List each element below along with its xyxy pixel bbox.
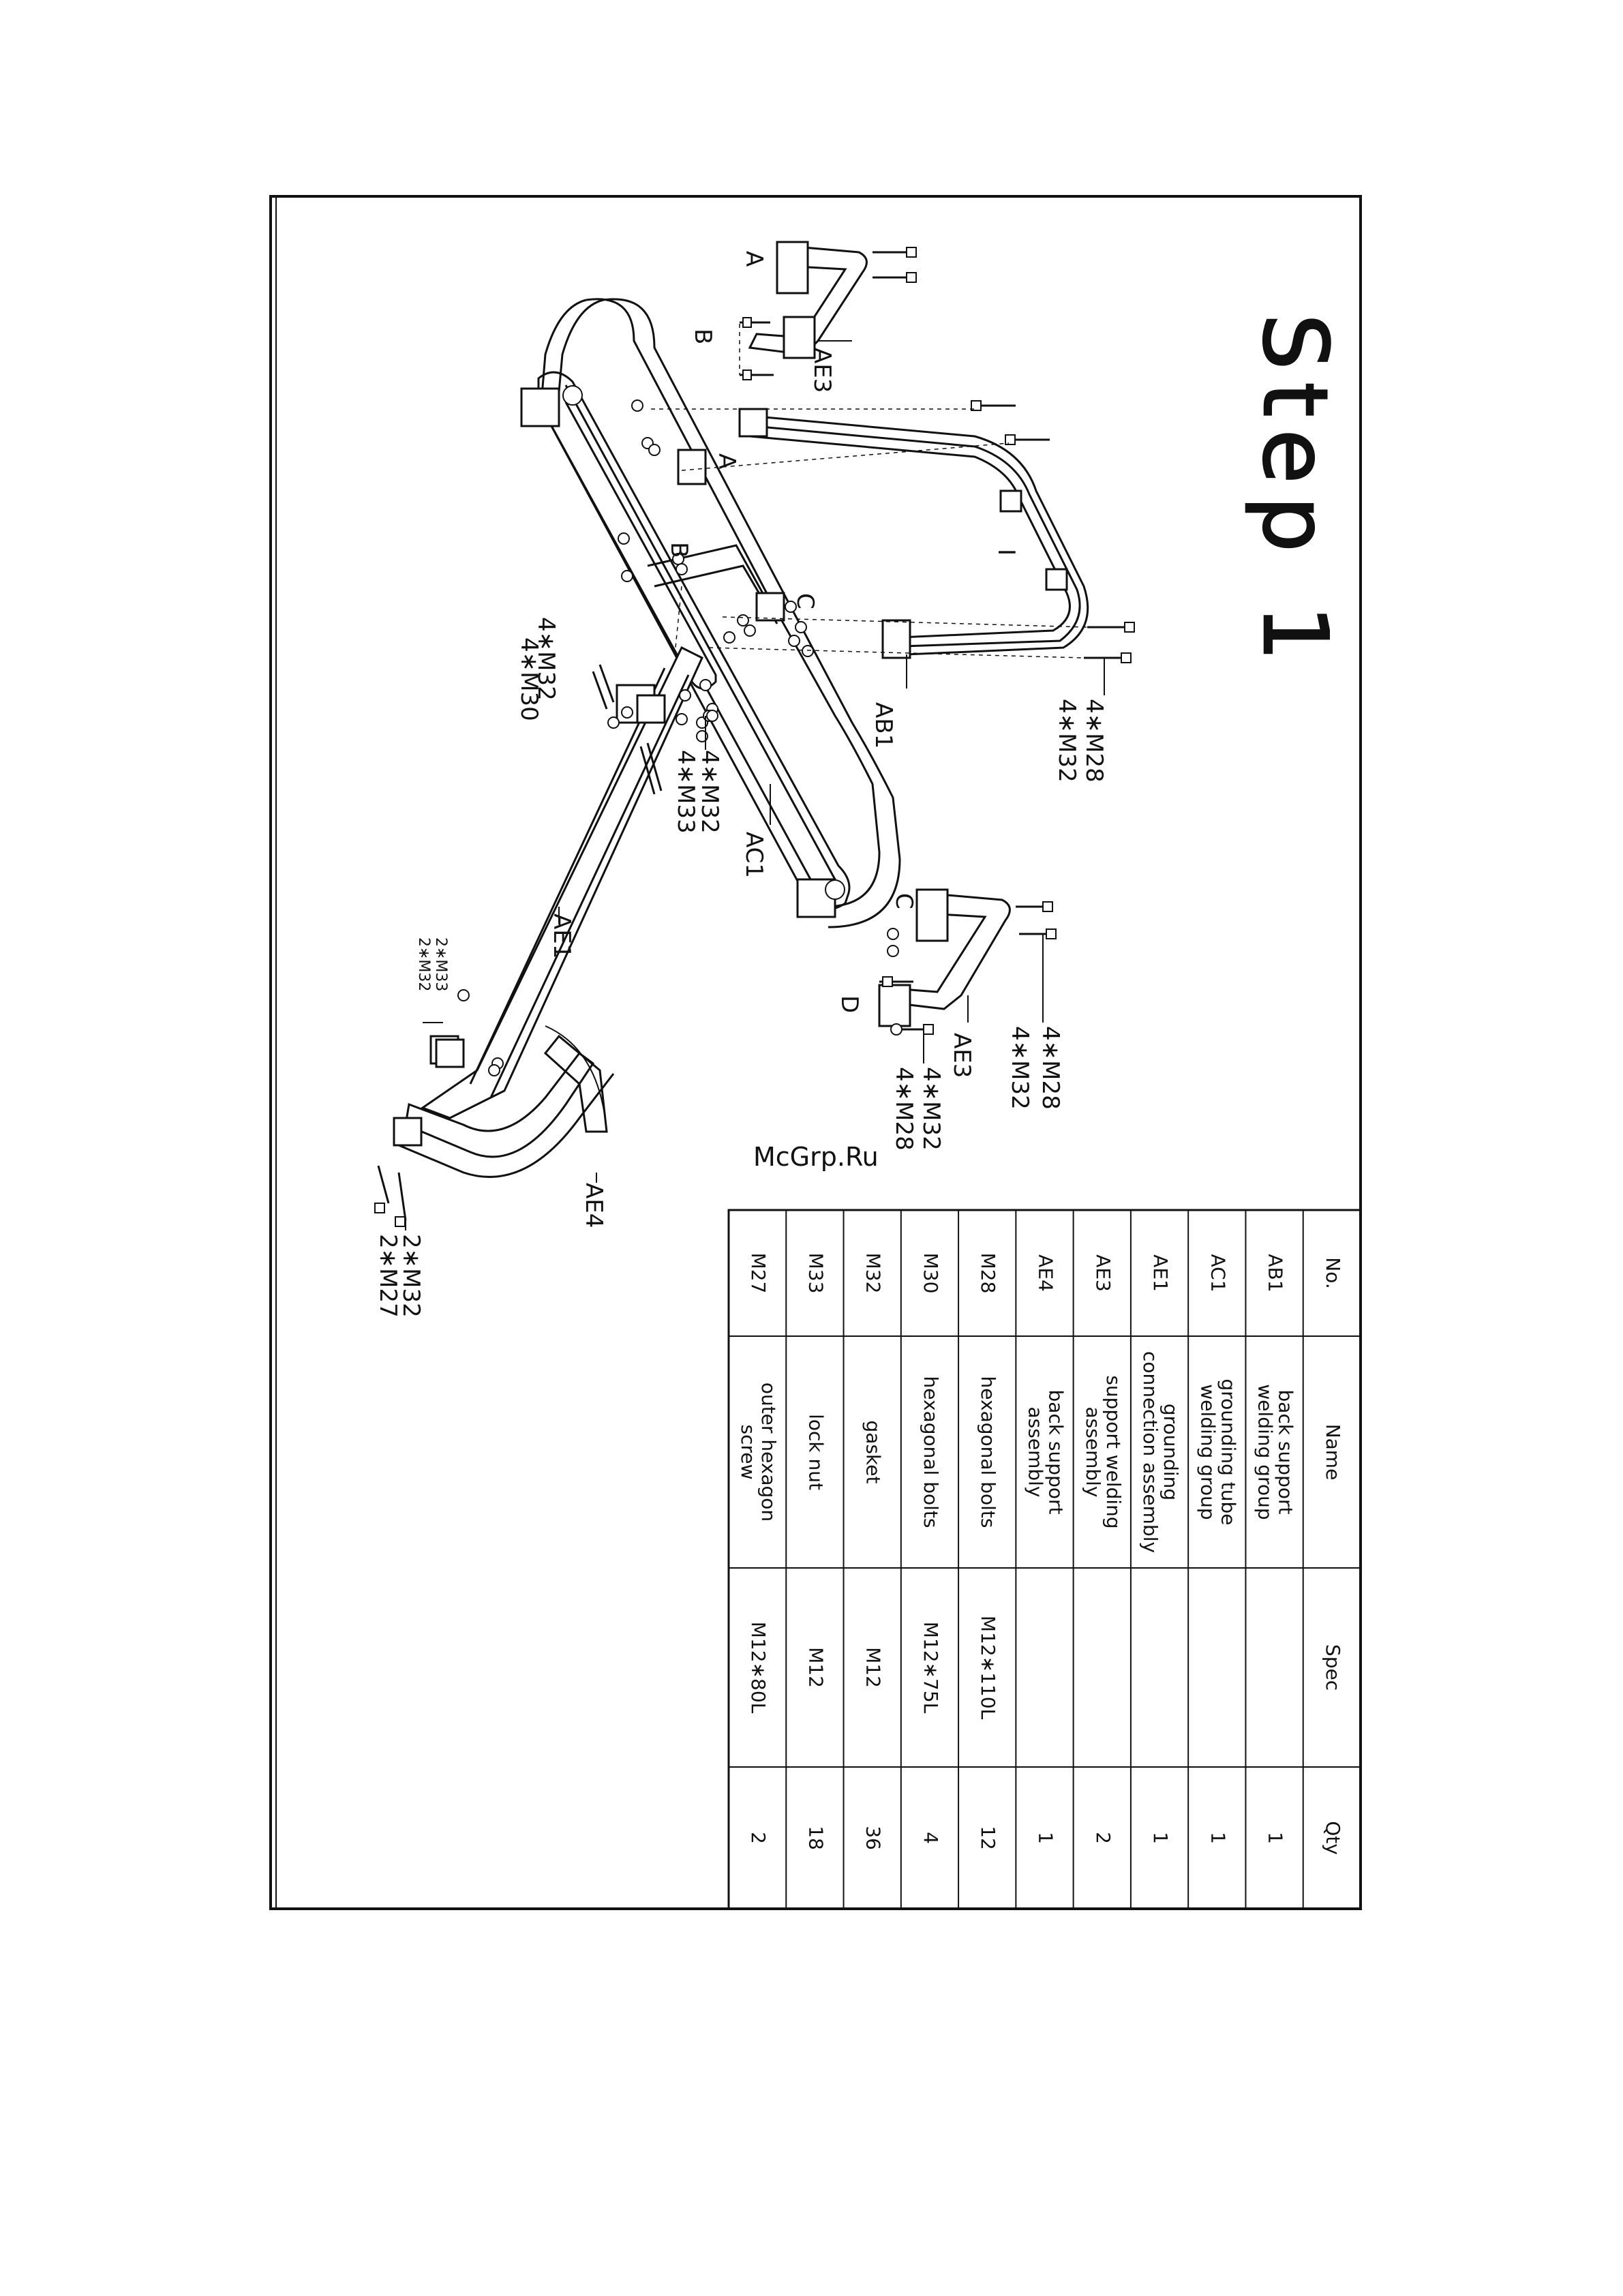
label-c-mark: C	[791, 593, 819, 609]
callout-m30-left: 4∗M30	[515, 637, 543, 721]
table-header-spec: Spec	[1322, 1644, 1344, 1691]
callout-m33-mid: 4∗M33	[672, 750, 699, 834]
label-a-mark: A	[713, 453, 740, 469]
table-cell-name: back support	[1045, 1390, 1067, 1515]
callout-m32-r2: 4∗M32	[917, 1067, 945, 1151]
table-cell-spec: M12	[804, 1647, 827, 1688]
table-cell-name: assembly	[1082, 1407, 1104, 1498]
table-cell-qty: 1	[1035, 1832, 1057, 1844]
table-cell-qty: 12	[977, 1826, 999, 1850]
callout-m33-small: 2∗M33	[432, 937, 449, 991]
table-cell-qty: 36	[862, 1826, 885, 1850]
table-cell-name: connection assembly	[1139, 1351, 1162, 1553]
label-ab1: AB1	[870, 702, 897, 749]
table-cell-no: M27	[747, 1253, 770, 1294]
table-cell-no: M33	[804, 1253, 827, 1294]
bolts	[374, 247, 1135, 1227]
table-cell-qty: 1	[1264, 1832, 1287, 1844]
table-cell-qty: 4	[920, 1832, 942, 1844]
leader-lines	[405, 340, 1105, 1230]
table-cell-name: support welding	[1102, 1375, 1125, 1528]
callout-m28-r2: 4∗M28	[890, 1067, 917, 1151]
label-d: D	[836, 995, 863, 1013]
callout-m28-top: 4∗M28	[1080, 699, 1108, 783]
label-ae1: AE1	[548, 913, 575, 958]
table-cell-name: welding group	[1196, 1384, 1219, 1520]
table-cell-qty: 1	[1207, 1832, 1229, 1844]
table-cell-no: AE4	[1035, 1254, 1057, 1292]
callout-m32-bot: 2∗M32	[397, 1234, 425, 1318]
table-cell-name: hexagonal bolts	[977, 1376, 999, 1528]
table-cell-no: AC1	[1207, 1254, 1229, 1292]
table-cell-spec: M12∗75L	[920, 1622, 942, 1714]
label-b: B	[689, 329, 716, 344]
label-ae4: AE4	[580, 1183, 607, 1228]
callout-m32-left: 4∗M32	[532, 617, 560, 701]
ab1-tube	[748, 414, 1089, 656]
label-a: A	[740, 251, 768, 267]
table-header-qty: Qty	[1322, 1821, 1344, 1855]
table-cell-name: welding group	[1254, 1384, 1277, 1520]
table-cell-no: M32	[862, 1253, 885, 1294]
table-cell-spec: M12∗80L	[747, 1622, 770, 1714]
table-cell-name: gasket	[862, 1421, 885, 1484]
callout-m28-r1: 4∗M28	[1037, 1026, 1064, 1110]
watermark: McGrp.Ru	[753, 1142, 879, 1172]
callout-m32-r1: 4∗M32	[1006, 1026, 1033, 1110]
callout-m32-small: 2∗M32	[415, 937, 432, 991]
table-cell-no: AB1	[1264, 1254, 1287, 1292]
label-c: C	[890, 893, 917, 909]
table-border	[727, 1209, 1362, 1910]
table-cell-qty: 18	[804, 1826, 827, 1850]
label-ae3-right: AE3	[948, 1033, 975, 1078]
table-cell-name: hexagonal bolts	[920, 1376, 942, 1528]
table-cell-name: screw	[737, 1424, 759, 1479]
table-cell-qty: 2	[747, 1832, 770, 1844]
label-ae3-top: AE3	[808, 348, 836, 393]
step-title: Step 1	[1243, 314, 1347, 674]
label-i: I	[992, 549, 1020, 556]
table-cell-qty: 2	[1092, 1832, 1114, 1844]
table-cell-name: back support	[1275, 1390, 1297, 1515]
label-ac1: AC1	[740, 832, 768, 878]
table-cell-qty: 1	[1149, 1832, 1172, 1844]
table-cell-name: assembly	[1025, 1407, 1047, 1498]
callout-m32-mid: 4∗M32	[696, 750, 723, 834]
table-header-no: No.	[1322, 1257, 1344, 1288]
frame-drawing	[374, 241, 1135, 1227]
table-cell-name: grounding	[1159, 1404, 1182, 1500]
label-b-mark: B	[665, 542, 693, 558]
table-cell-no: AE1	[1149, 1254, 1172, 1292]
callout-m32-top: 4∗M32	[1053, 699, 1080, 783]
table-header-name: Name	[1322, 1424, 1344, 1481]
table-cell-name: grounding tube	[1217, 1379, 1239, 1526]
bolt-callouts: 4∗M28 4∗M32 4∗M32 4∗M30 4∗M32 4∗M33 4∗M2…	[374, 617, 1108, 1318]
table-cell-spec: M12	[862, 1647, 885, 1688]
table-cell-no: M30	[920, 1253, 942, 1294]
table-cell-no: M28	[977, 1253, 999, 1294]
table-cell-name: outer hexagon	[757, 1383, 780, 1522]
table-cell-no: AE3	[1092, 1254, 1114, 1292]
nuts	[457, 399, 902, 1076]
part-labels: A B AE3 I A B C AB1 AC1 AE1 C D AE3 AE4	[548, 251, 1020, 1228]
table-cell-name: lock nut	[804, 1414, 827, 1490]
table-cell-spec: M12∗110L	[977, 1616, 999, 1720]
callout-m27-bot: 2∗M27	[374, 1234, 401, 1318]
